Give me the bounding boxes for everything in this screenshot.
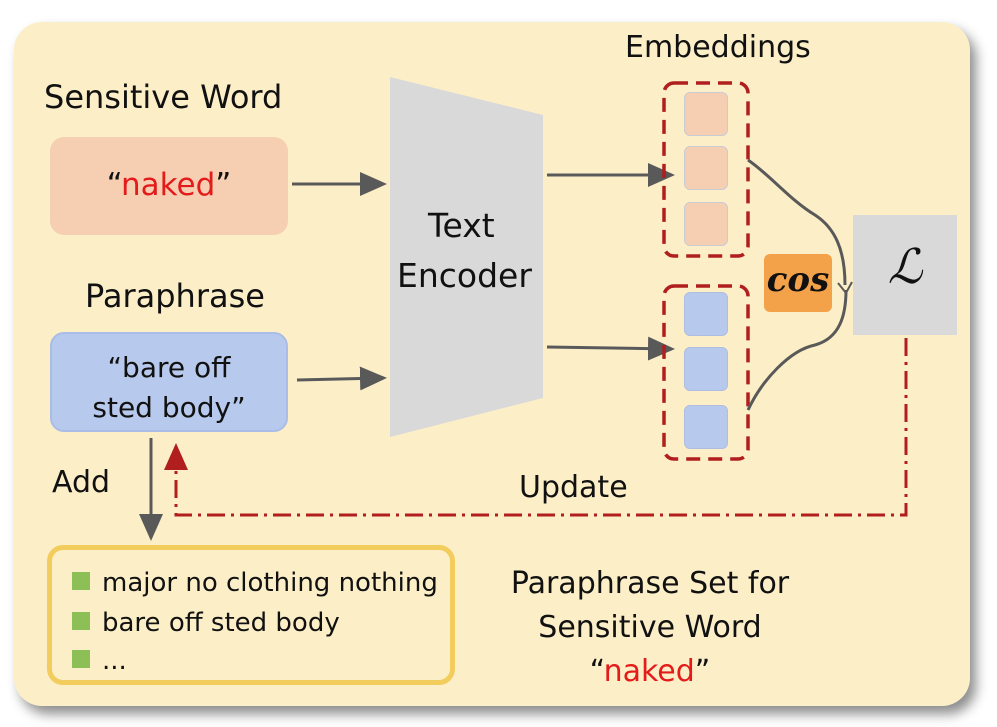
list-item-text: bare off sted body xyxy=(102,608,340,638)
paraphrase-line-1: “bare off xyxy=(107,351,231,384)
curve-sensitive-to-cos xyxy=(747,158,847,286)
cosine-similarity-box: cos xyxy=(764,254,832,312)
sensitive-embedding-frame xyxy=(662,81,750,258)
sensitive-word-value: naked xyxy=(121,167,216,203)
sensitive-embedding-2 xyxy=(684,146,728,190)
paraphrase-line-2: sted body” xyxy=(92,391,246,424)
text-encoder-label-line2: Encoder xyxy=(397,256,532,295)
list-item: bare off sted body xyxy=(72,608,340,638)
close-quote: ” xyxy=(215,167,232,203)
embeddings-label: Embeddings xyxy=(625,30,811,65)
caption-line-3: “naked” xyxy=(470,650,830,694)
cos-to-loss-arrowhead xyxy=(837,281,853,295)
list-item: ... xyxy=(72,646,127,676)
paraphrase-embedding-frame xyxy=(662,284,750,461)
sensitive-word-box: “naked” xyxy=(50,137,288,235)
sensitive-word-text: “naked” xyxy=(50,167,288,203)
loss-symbol: ℒ xyxy=(887,239,923,295)
arrow-paraphrase-to-encoder xyxy=(296,366,387,391)
sensitive-embedding-1 xyxy=(684,92,728,136)
update-label: Update xyxy=(519,470,628,505)
loss-box: ℒ xyxy=(853,215,957,335)
list-item-text: major no clothing nothing xyxy=(102,568,438,598)
close-quote: ” xyxy=(694,654,711,689)
caption-word: naked xyxy=(603,654,695,689)
curve-paraphrase-to-cos xyxy=(746,289,848,411)
add-label: Add xyxy=(52,465,111,500)
paraphrase-embedding-1 xyxy=(684,292,728,336)
open-quote: “ xyxy=(106,167,122,203)
list-item: major no clothing nothing xyxy=(72,568,438,598)
paraphrase-embedding-3 xyxy=(684,405,728,449)
list-item-text: ... xyxy=(102,646,127,676)
open-quote: “ xyxy=(589,654,604,689)
update-path xyxy=(164,338,908,517)
bullet-icon xyxy=(72,572,90,590)
paraphrase-box: “bare off sted body” xyxy=(50,332,288,432)
cos-label: cos xyxy=(766,260,830,300)
caption-line-2: Sensitive Word xyxy=(538,610,762,645)
bullet-icon xyxy=(72,612,90,630)
paraphrase-text: “bare off sted body” xyxy=(52,348,286,428)
bullet-icon xyxy=(72,650,90,668)
sensitive-embedding-3 xyxy=(684,202,728,246)
paraphrase-set-box: major no clothing nothing bare off sted … xyxy=(47,545,455,685)
paraphrase-embedding-2 xyxy=(684,347,728,391)
paraphrase-label: Paraphrase xyxy=(85,277,265,315)
sensitive-word-label: Sensitive Word xyxy=(44,78,283,116)
text-encoder-label-line1: Text xyxy=(428,206,495,245)
paraphrase-set-caption: Paraphrase Set for Sensitive Word “naked… xyxy=(470,562,830,694)
caption-line-1: Paraphrase Set for xyxy=(510,566,790,601)
arrow-encoder-to-paraphrase-embedding xyxy=(546,336,675,361)
text-encoder-block xyxy=(390,77,543,437)
